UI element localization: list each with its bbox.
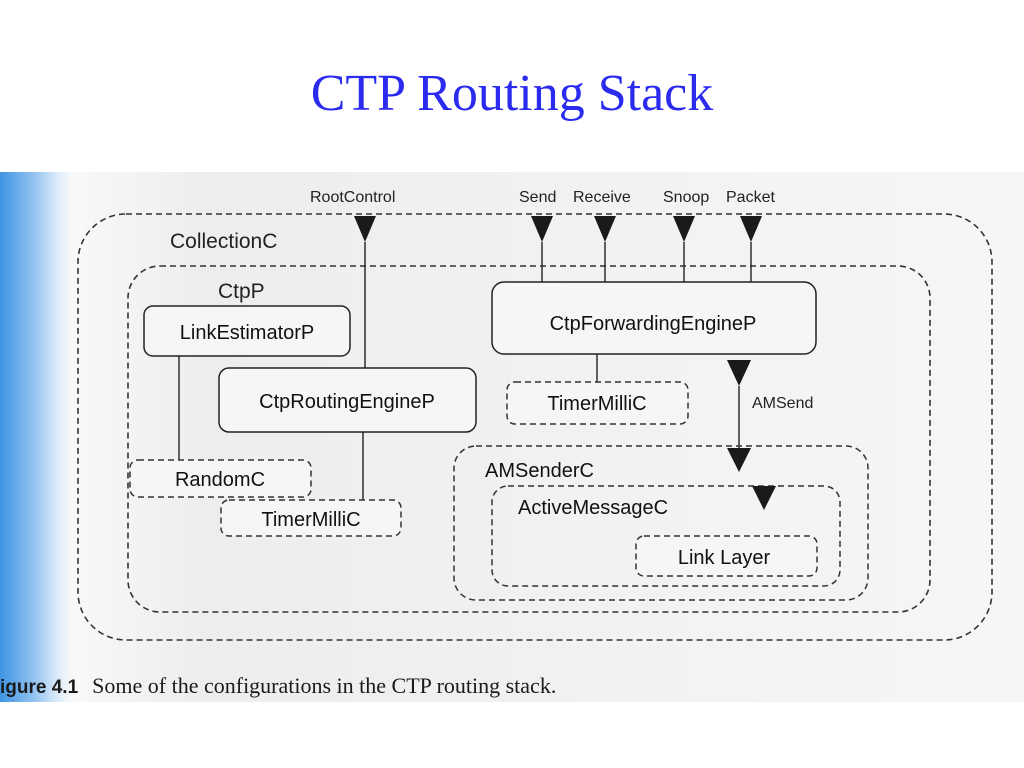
forwarding-timer-label: TimerMilliC xyxy=(547,393,646,415)
receive-arrow-icon xyxy=(594,216,616,242)
interface-send: Send xyxy=(519,189,556,206)
snoop-arrow-icon xyxy=(673,216,695,242)
scanned-page-edge xyxy=(0,172,72,702)
interface-amsend: AMSend xyxy=(752,395,813,412)
figure-number: igure 4.1 xyxy=(0,677,79,698)
random-box xyxy=(129,459,312,498)
active-message-label: ActiveMessageC xyxy=(518,497,668,519)
am-sender-container xyxy=(453,445,869,601)
link-estimator-box xyxy=(143,305,351,357)
active-message-arrow-icon xyxy=(752,486,776,510)
collection-label: CollectionC xyxy=(170,230,277,253)
routing-engine-box xyxy=(218,367,477,433)
interface-root-control: RootControl xyxy=(310,189,395,206)
routing-engine-label: CtpRoutingEngineP xyxy=(259,391,435,413)
interface-packet: Packet xyxy=(726,189,775,206)
collection-container xyxy=(77,213,993,641)
interface-snoop: Snoop xyxy=(663,189,709,206)
figure-caption-text: Some of the configurations in the CTP ro… xyxy=(92,673,557,698)
link-estimator-label: LinkEstimatorP xyxy=(180,322,315,344)
link-layer-box xyxy=(635,535,818,577)
packet-arrow-icon xyxy=(740,216,762,242)
interface-receive: Receive xyxy=(573,189,631,206)
ctp-label: CtpP xyxy=(218,280,265,303)
random-label: RandomC xyxy=(175,469,265,491)
routing-timer-label: TimerMilliC xyxy=(261,509,360,531)
amsend-arrowhead-icon xyxy=(727,448,751,472)
slide-title: CTP Routing Stack xyxy=(310,65,714,122)
forwarding-engine-label: CtpForwardingEngineP xyxy=(550,313,757,335)
figure-caption: igure 4.1 Some of the configurations in t… xyxy=(0,673,556,705)
link-layer-label: Link Layer xyxy=(678,547,771,569)
amsend-arrow-icon xyxy=(727,360,751,386)
am-sender-label: AMSenderC xyxy=(485,460,594,482)
active-message-container xyxy=(491,485,841,587)
root-control-arrow-icon xyxy=(354,216,376,242)
forwarding-timer-box xyxy=(506,381,689,425)
forwarding-engine-box xyxy=(491,281,817,355)
send-arrow-icon xyxy=(531,216,553,242)
routing-timer-box xyxy=(220,499,402,537)
figure-scan-background xyxy=(0,172,1024,702)
